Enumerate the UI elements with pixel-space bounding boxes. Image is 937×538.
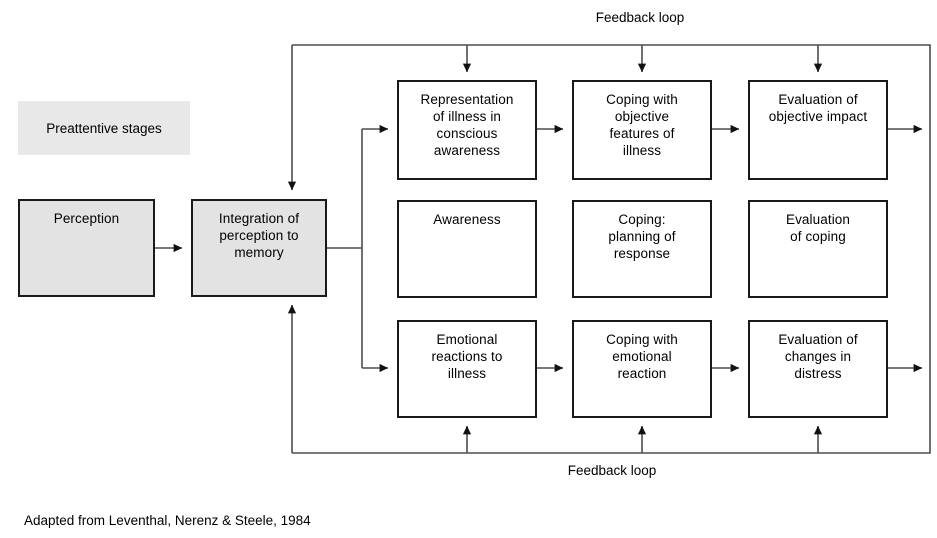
node-evaluation-changes-in-distress[interactable]: Evaluation of changes in distress [748,320,888,418]
feedback-loop-top-label: Feedback loop [595,10,685,25]
preattentive-stages-label: Preattentive stages [18,101,190,155]
node-emotional-reactions-to-illness[interactable]: Emotional reactions to illness [397,320,537,418]
node-integration-of-perception-to-memory[interactable]: Integration of perception to memory [191,199,327,297]
node-coping-objective-features[interactable]: Coping with objective features of illnes… [572,80,712,180]
node-coping-with-emotional-reaction[interactable]: Coping with emotional reaction [572,320,712,418]
node-perception[interactable]: Perception [18,199,155,297]
node-awareness[interactable]: Awareness [397,200,537,298]
node-evaluation-objective-impact[interactable]: Evaluation of objective impact [748,80,888,180]
node-coping-planning-of-response[interactable]: Coping: planning of response [572,200,712,298]
feedback-loop-bottom-label: Feedback loop [567,463,657,478]
node-evaluation-of-coping[interactable]: Evaluation of coping [748,200,888,298]
source-caption: Adapted from Leventhal, Nerenz & Steele,… [24,513,311,528]
node-representation-of-illness[interactable]: Representation of illness in conscious a… [397,80,537,180]
